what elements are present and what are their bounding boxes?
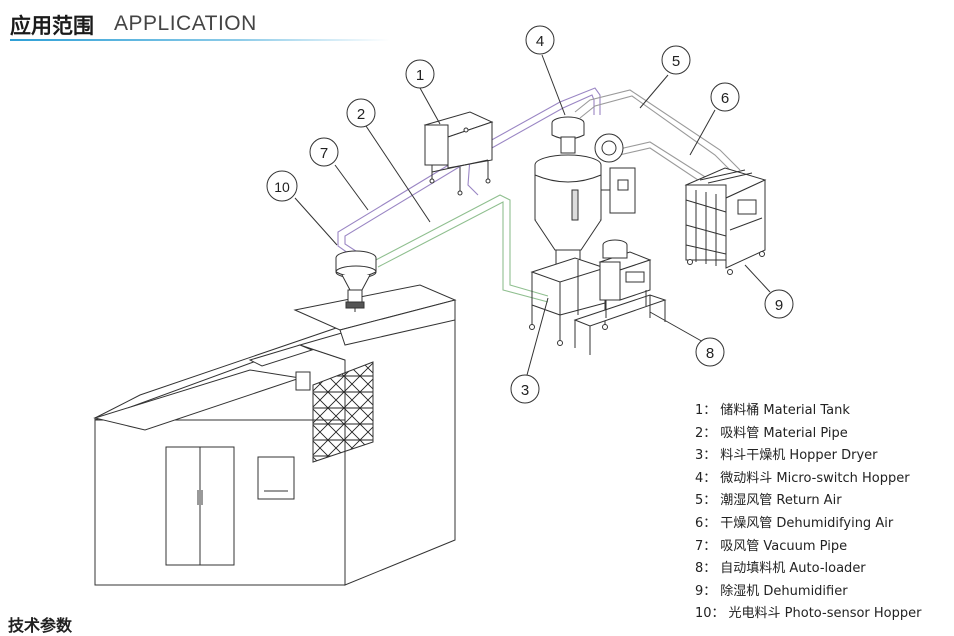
legend-item: 4：微动料斗 Micro-switch Hopper	[695, 468, 921, 491]
legend-number: 7：	[695, 538, 717, 554]
callout-4: 4	[525, 25, 555, 55]
legend-text: 储料桶 Material Tank	[720, 403, 850, 418]
callout-4-label: 4	[536, 33, 544, 50]
legend-text: 吸料管 Material Pipe	[720, 425, 848, 441]
legend-item: 10：光电料斗 Photo-sensor Hopper	[695, 603, 921, 626]
legend-text: 潮湿风管 Return Air	[720, 493, 842, 509]
legend-number: 4：	[695, 470, 717, 486]
photo-sensor-hopper	[335, 250, 377, 312]
legend-item: 3：料斗干燥机 Hopper Dryer	[695, 445, 921, 468]
section-title-en: APPLICATION	[114, 12, 257, 35]
dehumidifier	[684, 167, 767, 275]
leader-lines	[294, 54, 771, 376]
auto-loader	[598, 239, 652, 318]
legend-number: 5：	[695, 493, 717, 509]
callout-markers: 1 2 3 4 5 6 7 8	[266, 25, 794, 404]
callout-6-label: 6	[721, 90, 729, 107]
legend-text: 微动料斗 Micro-switch Hopper	[720, 470, 910, 486]
hopper-dryer	[529, 116, 667, 355]
callout-9: 9	[764, 289, 794, 319]
callout-6: 6	[710, 82, 740, 112]
callout-3: 3	[510, 374, 540, 404]
callout-10: 10	[266, 170, 298, 202]
callout-7-label: 7	[320, 145, 328, 162]
legend-number: 8：	[695, 561, 717, 577]
legend-text: 自动填料机 Auto-loader	[720, 561, 866, 577]
callout-2: 2	[346, 98, 376, 128]
material-tank	[423, 111, 494, 196]
legend-item: 2：吸料管 Material Pipe	[695, 423, 921, 446]
legend-item: 5：潮湿风管 Return Air	[695, 490, 921, 513]
callout-8-label: 8	[706, 345, 714, 362]
legend-number: 9：	[695, 583, 717, 599]
legend-number: 2：	[695, 425, 717, 441]
callout-9-label: 9	[775, 297, 783, 314]
legend-number: 10：	[695, 606, 725, 622]
callout-8: 8	[695, 337, 725, 367]
legend-item: 9：除湿机 Dehumidifier	[695, 581, 921, 604]
callout-1-label: 1	[416, 67, 424, 84]
legend-text: 料斗干燥机 Hopper Dryer	[720, 448, 878, 464]
legend-number: 6：	[695, 515, 717, 531]
legend-text: 除湿机 Dehumidifier	[720, 583, 848, 599]
legend-item: 6：干燥风管 Dehumidifying Air	[695, 513, 921, 536]
callout-2-label: 2	[357, 106, 365, 123]
callout-3-label: 3	[521, 382, 529, 399]
title-underline	[10, 39, 390, 41]
injection-molding-machine	[93, 284, 457, 586]
legend-item: 8：自动填料机 Auto-loader	[695, 558, 921, 581]
callout-5: 5	[661, 45, 691, 75]
callout-7: 7	[309, 137, 339, 167]
pipes	[337, 87, 741, 303]
callout-5-label: 5	[672, 53, 680, 70]
component-legend: 1：储料桶 Material Tank 2：吸料管 Material Pipe …	[695, 400, 921, 626]
legend-number: 1：	[695, 403, 717, 418]
legend-item: 1：储料桶 Material Tank	[695, 400, 921, 423]
legend-text: 干燥风管 Dehumidifying Air	[720, 515, 894, 531]
legend-text: 光电料斗 Photo-sensor Hopper	[728, 606, 922, 622]
section-title-cn: 应用范围	[10, 14, 94, 38]
callout-1: 1	[405, 59, 435, 89]
legend-item: 7：吸风管 Vacuum Pipe	[695, 536, 921, 559]
legend-number: 3：	[695, 448, 717, 464]
next-section-heading: 技术参数	[8, 616, 73, 635]
callout-10-label: 10	[274, 179, 290, 195]
legend-text: 吸风管 Vacuum Pipe	[720, 538, 848, 554]
